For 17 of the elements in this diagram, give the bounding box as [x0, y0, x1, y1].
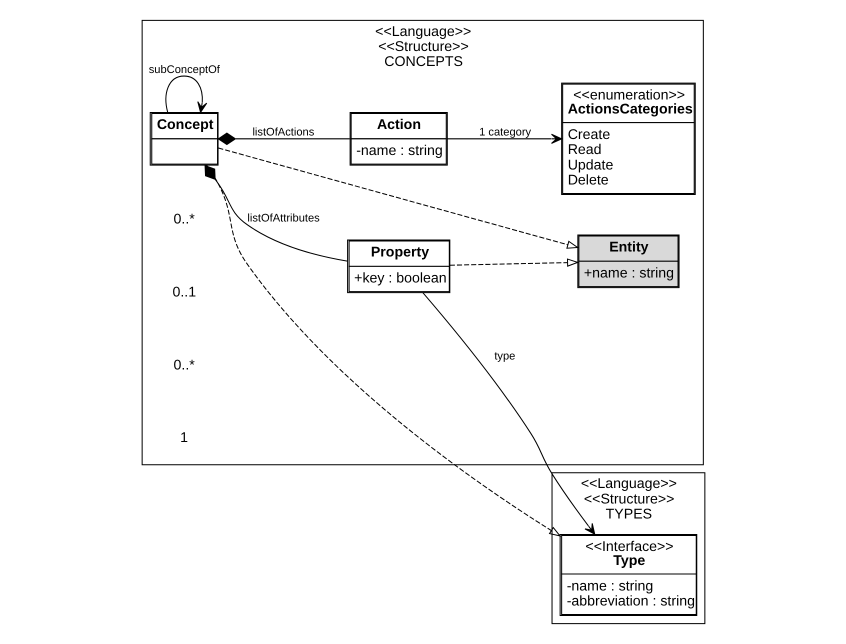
- arrow: [206, 165, 561, 537]
- arrow: [446, 134, 562, 144]
- edge-label: subConceptOf: [148, 64, 220, 76]
- arrow: [449, 258, 579, 267]
- label: 1: [180, 430, 188, 446]
- connector: [204, 164, 347, 262]
- arrow: [164, 76, 207, 113]
- edge-label: 1 category: [478, 126, 531, 139]
- arrow: [218, 148, 579, 249]
- edge-label: listOfActions: [252, 126, 314, 139]
- edge-label: type: [494, 350, 515, 362]
- label: 0..*: [173, 212, 194, 228]
- label: 0..1: [172, 284, 196, 300]
- edge-label: listOfAttributes: [246, 212, 320, 225]
- arrow: [422, 292, 595, 535]
- connector: [216, 132, 350, 146]
- label: 0..*: [173, 357, 194, 374]
